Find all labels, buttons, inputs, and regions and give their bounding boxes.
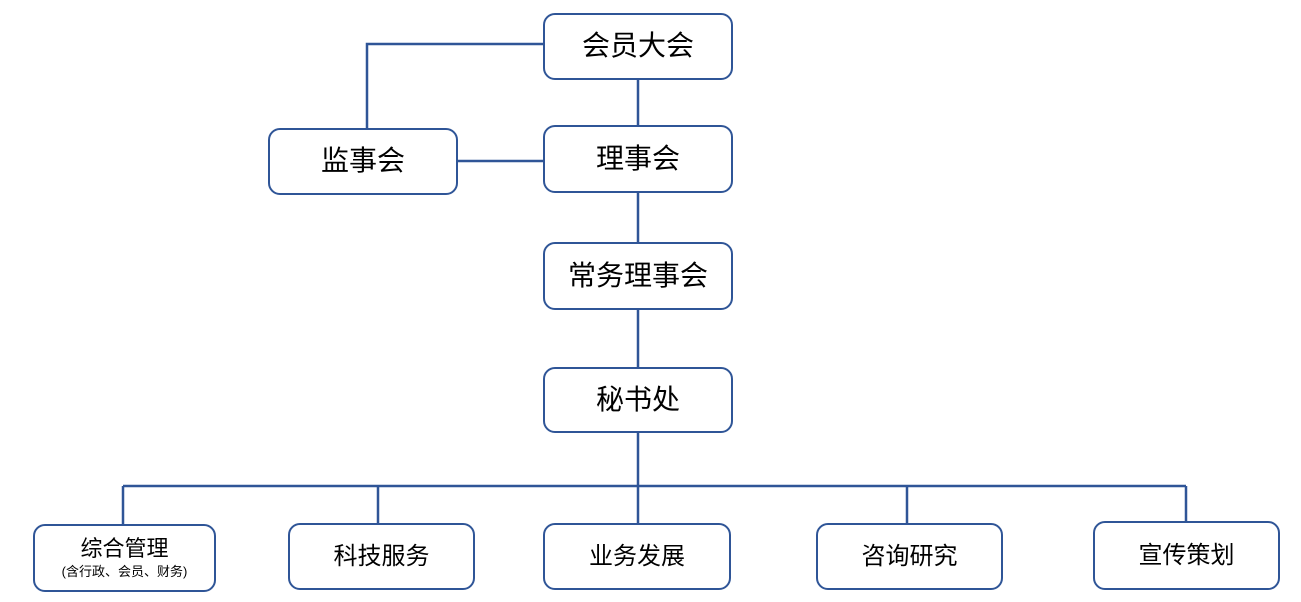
node-publicity-planning: 宣传策划 [1093,521,1280,590]
node-standing-council-label: 常务理事会 [567,259,708,291]
node-board-of-supervisors: 监事会 [268,128,458,195]
edge-member-to-supervisors [365,42,545,128]
node-publicity-planning-label: 宣传策划 [1138,541,1235,569]
node-secretariat-label: 秘书处 [595,383,680,415]
node-general-management-label: 综合管理 [80,535,169,561]
node-consulting-research: 咨询研究 [816,523,1003,590]
node-consulting-research-label: 咨询研究 [861,542,958,570]
node-business-development: 业务发展 [543,523,731,590]
node-technology-services: 科技服务 [288,523,475,590]
node-council: 理事会 [543,125,733,193]
node-secretariat: 秘书处 [543,367,733,433]
node-general-management: 综合管理 (含行政、会员、财务) [33,524,216,592]
node-member-assembly: 会员大会 [543,13,733,80]
node-business-development-label: 业务发展 [589,542,685,570]
node-board-of-supervisors-label: 监事会 [320,145,405,177]
node-council-label: 理事会 [595,142,680,174]
node-standing-council: 常务理事会 [543,242,733,310]
node-member-assembly-label: 会员大会 [581,30,694,62]
node-technology-services-label: 科技服务 [333,542,430,570]
node-general-management-sublabel: (含行政、会员、财务) [61,564,188,580]
